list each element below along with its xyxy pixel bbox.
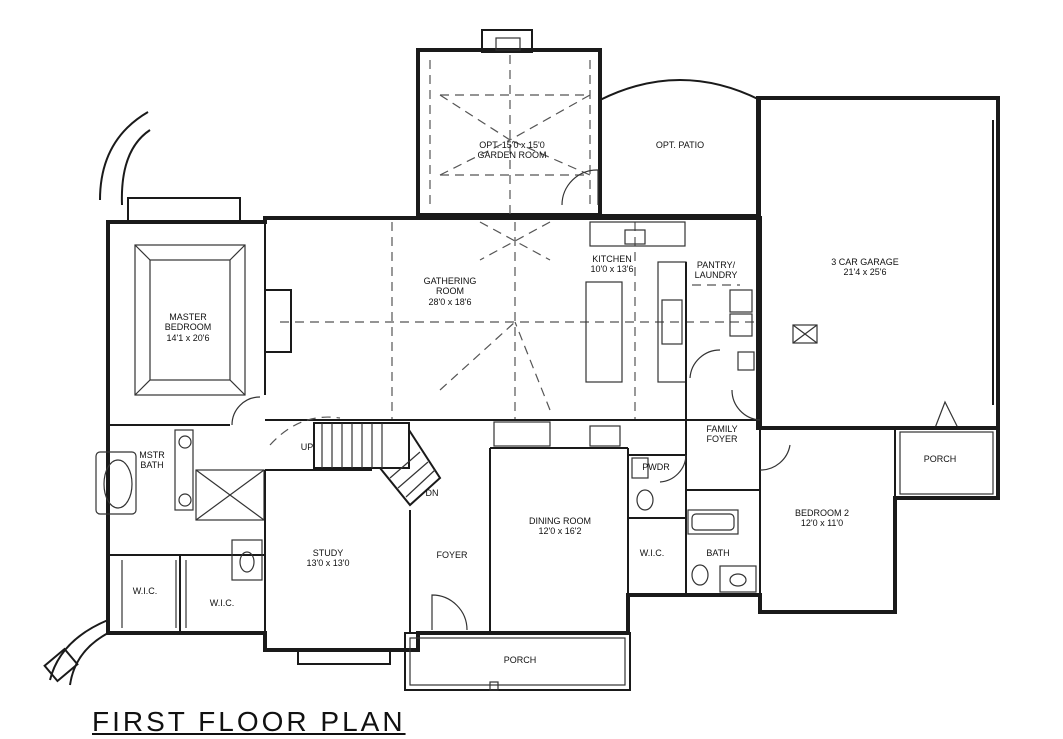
family-foyer-label-2: FOYER [706,434,738,444]
front-porch [404,632,631,691]
dining-label-1: DINING ROOM [529,516,591,526]
right-porch [894,427,999,499]
gathering-label-3: 28'0 x 18'6 [429,297,472,307]
bath-label: BATH [706,548,729,558]
stairs [269,416,442,507]
garage-label-2: 21'4 x 25'6 [844,267,887,277]
mstr-bath-label-2: BATH [140,460,163,470]
wic-left2-label: W.I.C. [210,598,235,608]
mstr-bath-label-1: MSTR [139,450,165,460]
dining-label-2: 12'0 x 16'2 [539,526,582,536]
master-label-3: 14'1 x 20'6 [167,333,210,343]
garage-label-1: 3 CAR GARAGE [831,257,899,267]
study-label-1: STUDY [313,548,344,558]
gathering-label-2: ROOM [436,286,464,296]
garden-room-label-2: GARDEN ROOM [477,150,546,160]
foyer-dining [431,421,629,633]
left-closets [121,555,187,633]
family-foyer-label-1: FAMILY [706,424,737,434]
study [264,469,411,650]
stairs-down-label: DN [426,488,439,498]
kitchen [585,221,687,420]
study-label-2: 13'0 x 13'0 [307,558,350,568]
wic-left-label: W.I.C. [133,586,158,596]
gathering-label-1: GATHERING [424,276,477,286]
porch-right-label: PORCH [924,454,957,464]
master-bedroom [108,222,292,426]
wic-center-label: W.I.C. [640,548,665,558]
porch-front-label: PORCH [504,655,537,665]
pantry-label-2: LAUNDRY [695,270,738,280]
pantry-laundry [689,284,761,421]
foyer-label: FOYER [436,550,468,560]
family-foyer-bath [628,420,791,612]
pantry-label-1: PANTRY/ [697,260,736,270]
kitchen-label-2: 10'0 x 13'6 [591,264,634,274]
plan-title: FIRST FLOOR PLAN [92,706,406,737]
kitchen-label-1: KITCHEN [592,254,632,264]
master-label-1: MASTER [169,312,207,322]
room-labels: OPT. 15'0 x 15'0 GARDEN ROOM OPT. PATIO … [133,140,957,665]
pwdr-label: PWDR [642,462,670,472]
garden-room [416,29,602,217]
patio-label: OPT. PATIO [656,140,704,150]
curved-walkway [43,111,151,686]
master-label-2: BEDROOM [165,322,212,332]
stairs-up-label: UP [301,442,314,452]
bedroom2-label-2: 12'0 x 11'0 [801,518,843,528]
gathering-room [265,221,760,421]
bedroom2-label-1: BEDROOM 2 [795,508,849,518]
garden-room-label-1: OPT. 15'0 x 15'0 [479,140,544,150]
master-bath [95,429,265,581]
